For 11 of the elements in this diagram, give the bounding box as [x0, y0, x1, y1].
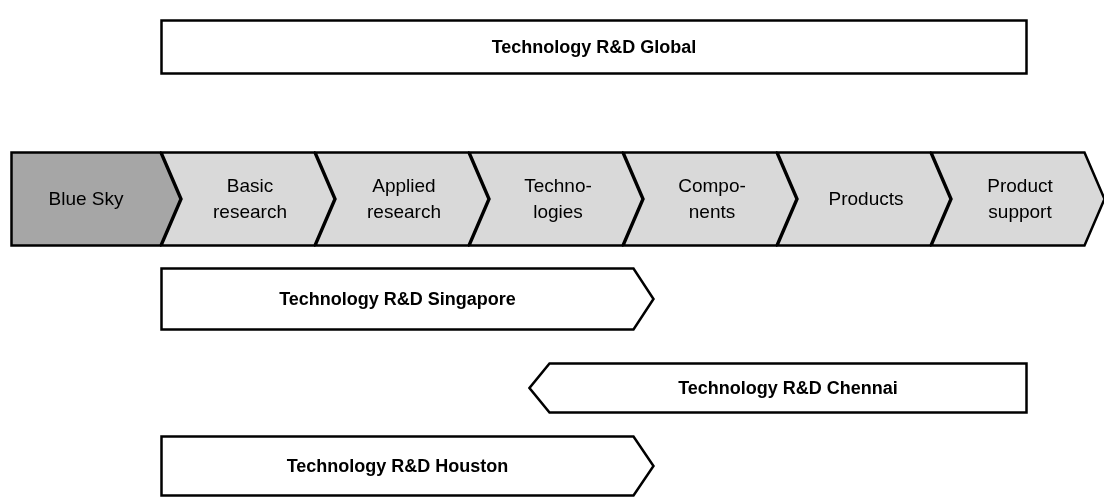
stage-label: Basic research: [212, 174, 288, 224]
banner-label: Technology R&D Houston: [286, 455, 509, 477]
stage-label: Product support: [986, 174, 1054, 224]
stage-label: Compo- nents: [677, 174, 747, 224]
stage-label: Applied research: [366, 174, 442, 224]
stage-label: Products: [828, 187, 904, 212]
stage-label: Blue Sky: [48, 187, 124, 212]
banner-label: Technology R&D Singapore: [279, 288, 516, 310]
banner-label: Technology R&D Chennai: [678, 377, 898, 399]
banner-label: Technology R&D Global: [491, 36, 697, 58]
stage-label: Techno- logies: [523, 174, 593, 224]
